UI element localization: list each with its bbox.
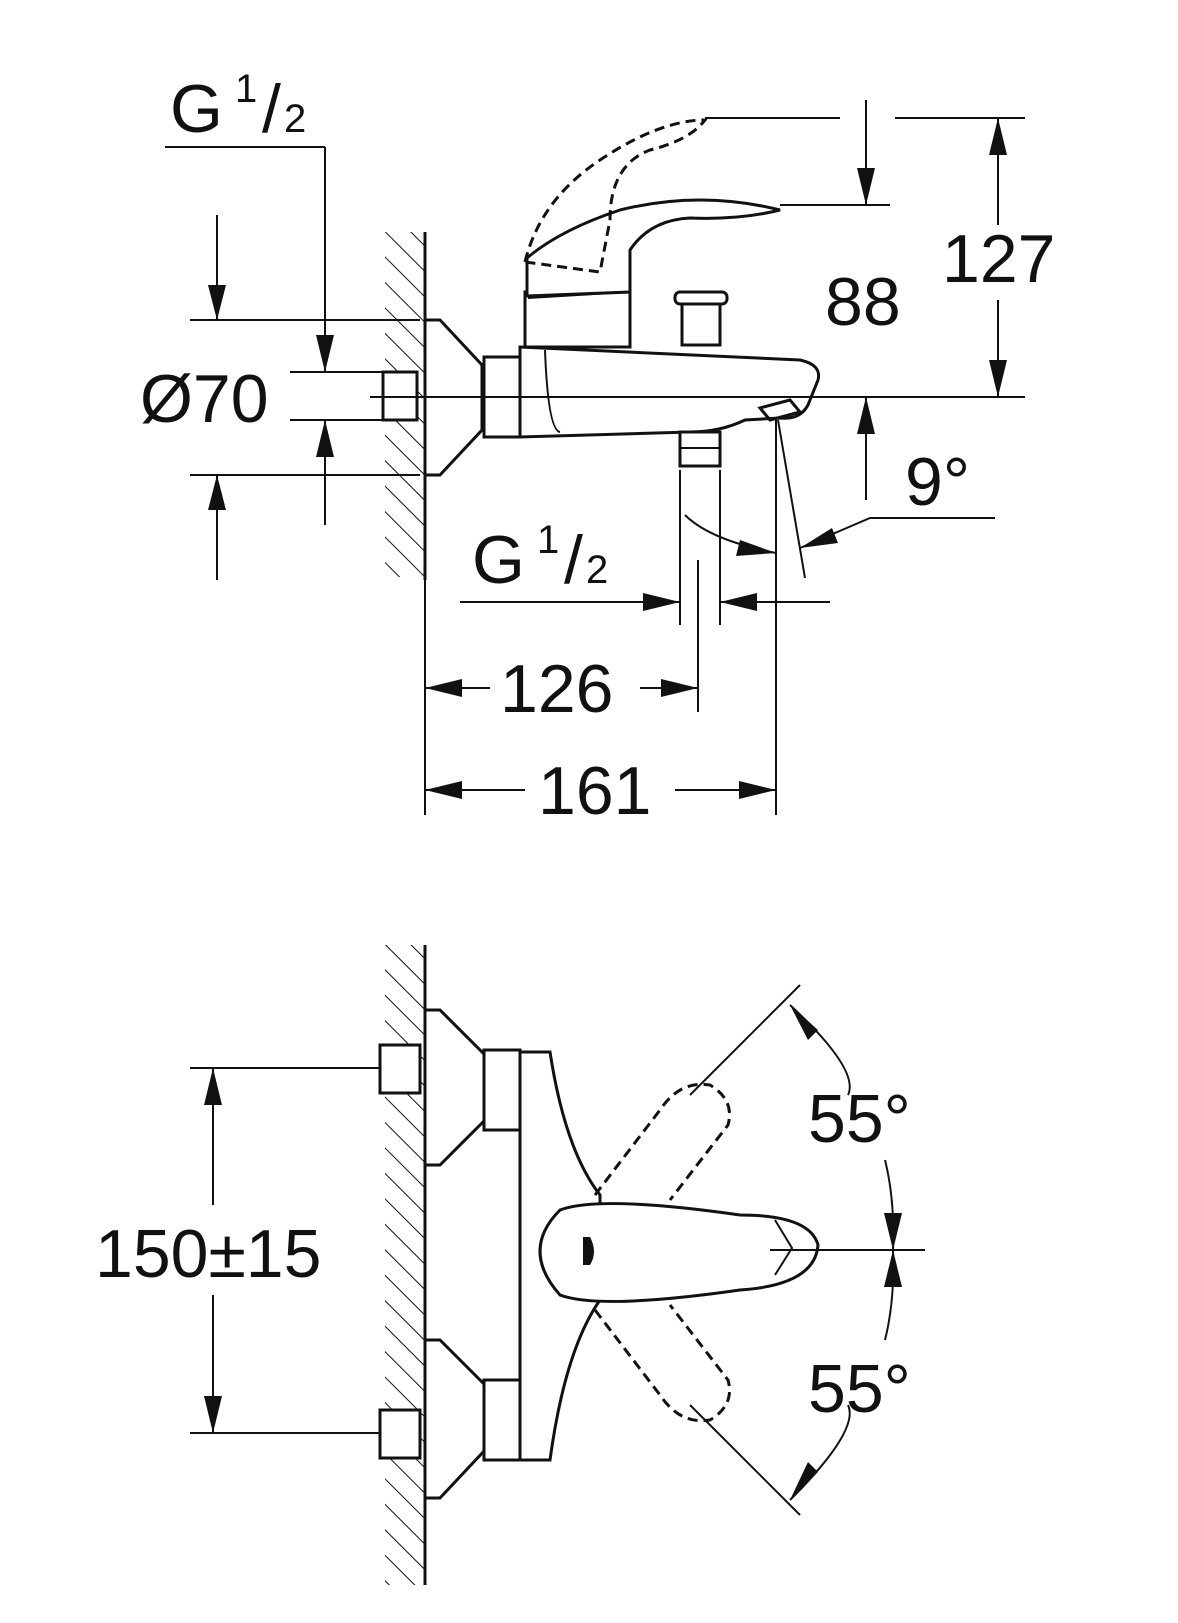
dimension-depth-outlet: 126 (424, 560, 699, 815)
lever-dashed-down (593, 1304, 731, 1423)
thread-top-numerator: 1 (235, 67, 257, 111)
dimension-height-total: 127 (895, 117, 1055, 397)
diverter-knob (680, 298, 722, 347)
dim-depth-total: 161 (538, 753, 651, 829)
thread-bottom-numerator: 1 (537, 518, 559, 562)
dim-lever-angle-up: 55° (808, 1081, 911, 1157)
thread-top-slash: / (262, 71, 281, 147)
dim-diameter: Ø70 (140, 361, 269, 437)
dimension-thread-bottom (460, 470, 830, 625)
dim-center-distance: 150±15 (95, 1216, 321, 1292)
lever-axis-up (689, 984, 801, 1096)
lever (525, 198, 781, 298)
drain-outlet (757, 398, 803, 422)
connector-nut-top (378, 1043, 422, 1095)
lever-marker (583, 1237, 594, 1265)
dim-lever-angle-down: 55° (808, 1351, 911, 1427)
thread-top-denominator: 2 (284, 97, 306, 141)
lever-axis-down (689, 1404, 801, 1516)
dim-spout-angle: 9° (905, 444, 970, 520)
dimension-spout-angle: 9° (684, 419, 995, 579)
dim-height-total: 127 (942, 221, 1055, 297)
dimension-thread-top (165, 146, 383, 525)
cartridge (523, 290, 632, 349)
union-nut-bottom (482, 1378, 522, 1462)
lever-front (538, 1202, 820, 1303)
side-view: Ø70 G 1 / 2 88 (140, 67, 1055, 829)
lever-tip-contour (774, 1219, 794, 1276)
connector-nut-bottom (378, 1408, 422, 1460)
dimension-depth-total: 161 (425, 578, 777, 829)
thread-bottom-prefix: G (472, 522, 525, 598)
dimension-center-distance: 150±15 (95, 1067, 380, 1434)
dimension-height-spout: 88 (705, 100, 901, 500)
dim-thread-top: G 1 / 2 (170, 67, 306, 147)
dim-height-spout: 88 (825, 264, 901, 340)
lever-raised (523, 118, 709, 274)
thread-bottom-denominator: 2 (586, 548, 608, 592)
dim-depth-outlet: 126 (500, 651, 613, 727)
flange-bottom (423, 1338, 487, 1500)
thread-top-prefix: G (170, 71, 223, 147)
wall-hatch (385, 945, 425, 1585)
union-nut-top (482, 1048, 522, 1132)
diverter-knob-cap (673, 290, 729, 306)
dimension-lever-angles: 55° 55° (789, 1004, 911, 1501)
lever-dashed-up (593, 1082, 731, 1201)
dim-thread-bottom: G 1 / 2 (472, 518, 608, 598)
body-contour (544, 349, 561, 433)
thread-bottom-slash: / (564, 522, 583, 598)
mixer-body (518, 345, 821, 439)
dimension-diameter: Ø70 (140, 215, 420, 580)
front-view: 150±15 55° 55° (95, 945, 925, 1585)
flange-top (423, 1008, 487, 1167)
